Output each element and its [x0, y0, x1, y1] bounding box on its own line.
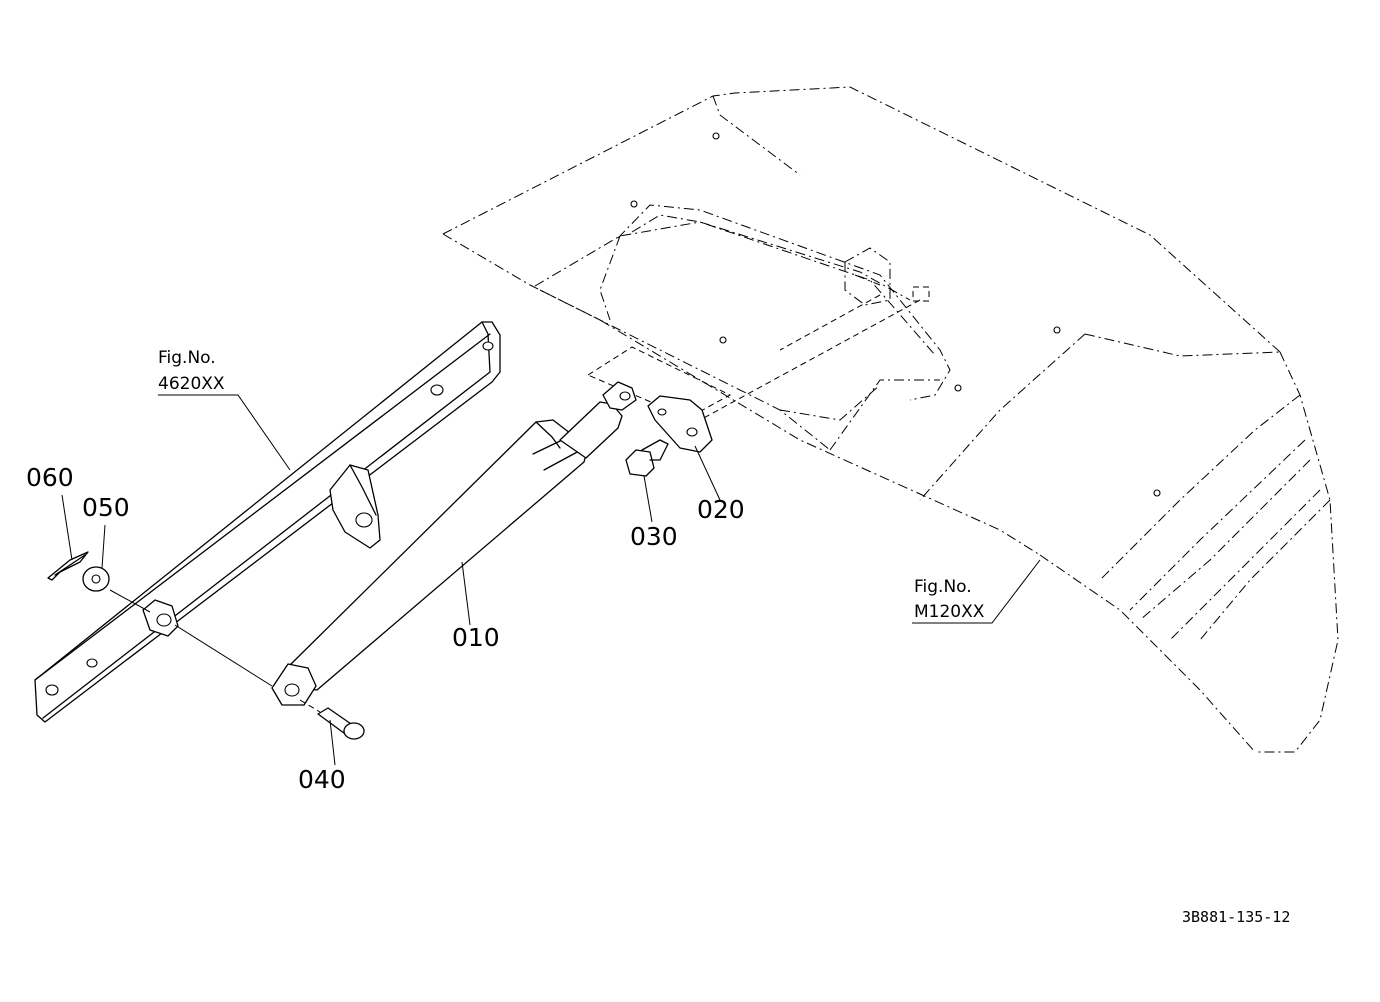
part-label-050: 050 [82, 493, 130, 522]
part-label-060: 060 [26, 463, 74, 492]
gas-stay-010 [271, 381, 637, 706]
clip-060 [47, 494, 89, 581]
center-line [174, 624, 273, 687]
ref-fig-label: Fig.No. [158, 348, 216, 368]
bolt-030 [625, 439, 669, 523]
drawing-code: 3B881-135-12 [1182, 908, 1290, 926]
frame-bar [34, 321, 501, 723]
pin-040 [299, 699, 365, 766]
washer-050 [82, 524, 110, 592]
ref-leader-m120 [912, 559, 1041, 624]
part-label-040: 040 [298, 765, 346, 794]
part-label-010: 010 [452, 623, 500, 652]
ref-fig-number: M120XX [914, 602, 985, 622]
part-label-030: 030 [630, 522, 678, 551]
ref-leader-4620 [158, 394, 291, 471]
bracket-020 [647, 395, 721, 501]
ref-fig-label: Fig.No. [914, 577, 972, 597]
part-label-020: 020 [697, 495, 745, 524]
hood-assembly [442, 86, 1339, 753]
ref-fig-number: 4620XX [158, 374, 225, 394]
center-line [109, 589, 151, 613]
